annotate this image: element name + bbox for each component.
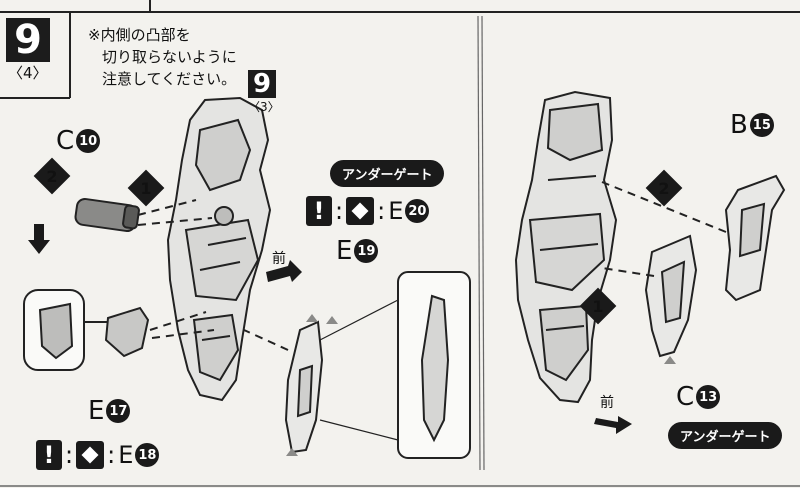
colon: : <box>107 441 116 469</box>
cut-gate-icon <box>346 197 375 225</box>
label-e19-letter: E <box>336 236 353 266</box>
warning-top-letter: E <box>388 197 404 225</box>
gate-marks <box>286 314 676 456</box>
part-e17 <box>104 306 150 358</box>
down-arrow-icon <box>28 224 50 254</box>
warning-top-number: 20 <box>405 199 430 223</box>
under-gate-badge-left: アンダーゲート <box>330 160 445 187</box>
warning-icon: ! <box>306 196 332 226</box>
ref-step-sub: 〈3〉 <box>248 100 280 114</box>
part-c13 <box>644 234 698 358</box>
colon: : <box>377 197 386 225</box>
label-c10-number: 10 <box>76 129 101 153</box>
part-e19 <box>284 320 324 454</box>
step-marker-numbers: 2 1 2 1 <box>46 167 669 316</box>
note-line-1: ※内側の凸部を <box>88 26 191 44</box>
zoom-bubble-e17 <box>23 289 108 371</box>
label-b15-letter: B <box>730 110 748 140</box>
panel-divider <box>477 15 485 471</box>
step-sub: 〈4〉 <box>8 64 48 82</box>
label-e17-letter: E <box>88 396 105 426</box>
note-line-3: 注意してください。 <box>102 70 237 88</box>
arrow-icons <box>28 224 632 434</box>
under-gate-badge-right: アンダーゲート <box>668 422 783 449</box>
front-label-left: 前 <box>272 251 286 267</box>
part-b15 <box>724 174 786 302</box>
step-number: 9 <box>6 17 50 63</box>
marker-one-left: 1 <box>140 179 151 198</box>
warning-bottom-number: 18 <box>135 443 160 467</box>
leg-armor-part-right <box>514 90 618 404</box>
label-c13-letter: C <box>676 382 695 412</box>
marker-two-left: 2 <box>46 167 57 186</box>
front-arrow-icon-left <box>266 260 302 282</box>
marker-one-right: 1 <box>592 297 603 316</box>
marker-two-right: 2 <box>658 179 669 198</box>
warning-bottom-letter: E <box>118 441 134 469</box>
colon: : <box>335 197 344 225</box>
front-label-right: 前 <box>600 395 614 411</box>
step-marker-diamonds <box>33 157 683 325</box>
warning-icon: ! <box>36 440 62 470</box>
ref-step-number: 9 <box>248 69 276 99</box>
label-c10-letter: C <box>56 126 75 156</box>
leg-armor-part-left <box>166 96 272 402</box>
label-b15-number: 15 <box>749 113 774 137</box>
front-arrow-icon-right <box>594 416 632 434</box>
label-c13-number: 13 <box>696 385 721 409</box>
note-line-2: 切り取らないように <box>102 48 237 66</box>
caution-note: ※内側の凸部を 切り取らないように 注意してください。 <box>88 24 237 90</box>
zoom-box-e19 <box>319 271 471 459</box>
cut-gate-icon <box>76 441 105 469</box>
label-e19-number: 19 <box>354 239 379 263</box>
label-e17-number: 17 <box>106 399 131 423</box>
part-c10 <box>74 197 140 233</box>
assembly-lines <box>137 181 727 351</box>
colon: : <box>65 441 74 469</box>
